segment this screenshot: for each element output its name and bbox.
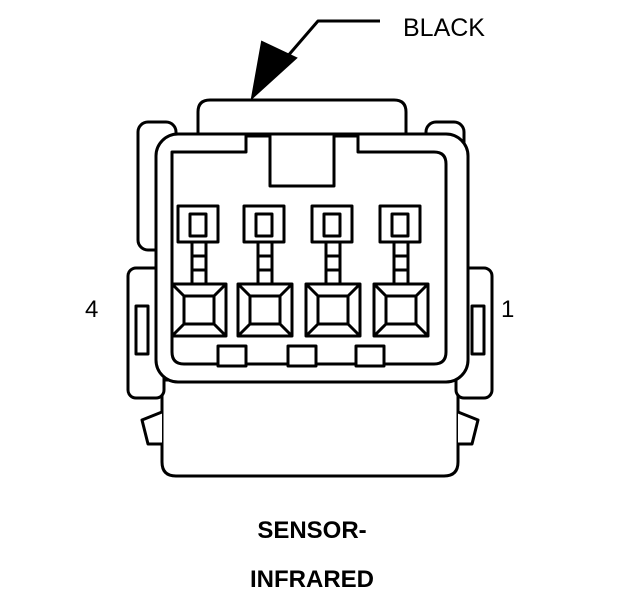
connector-title-line1: SENSOR- [257, 517, 367, 544]
inner-cavity-outline [170, 134, 448, 366]
bracket-slot-left [134, 304, 150, 356]
connector-color-label: BLACK [403, 14, 485, 42]
bottom-key-3 [354, 344, 386, 368]
terminal-cavity [236, 204, 294, 338]
top-lock-tab [196, 98, 408, 142]
pin-number-right: 1 [501, 296, 515, 323]
terminal-cavity [372, 204, 430, 338]
latch-bottom-left [140, 410, 163, 446]
bottom-key-1 [216, 344, 248, 368]
latch-bottom-right [457, 410, 480, 446]
pin-number-left: 4 [85, 296, 99, 323]
connector-title-line2: INFRARED [250, 566, 374, 593]
terminal-cavity [304, 204, 362, 338]
bottom-key-2 [286, 344, 318, 368]
terminal-cavity [170, 204, 228, 338]
housing-lower-body [160, 378, 460, 478]
leader-arrowhead [250, 40, 298, 101]
bracket-slot-right [470, 304, 486, 356]
